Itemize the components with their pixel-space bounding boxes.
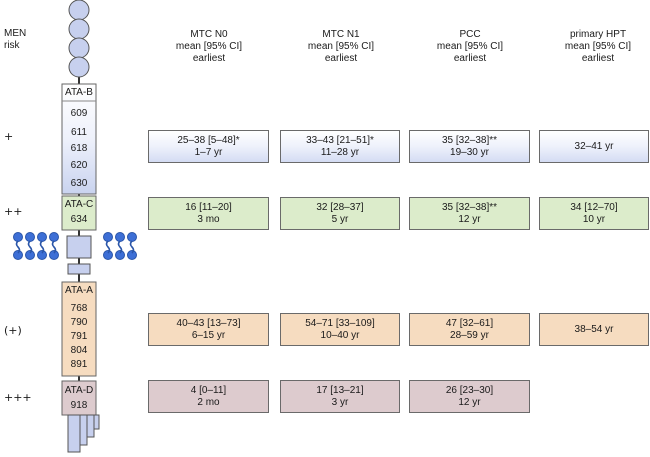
cell-earliest: 12 yr [458,213,481,225]
men-label: MEN [4,28,27,39]
cadherin-domain [68,18,90,40]
codon-label: 634 [70,214,88,225]
cell-ata-c-pcc: 35 [32–38]** 12 yr [409,197,530,230]
ata-label: ATA-B [65,87,93,98]
cell-earliest: 6–15 yr [191,329,226,341]
cell-earliest: 5 yr [331,213,349,225]
cell-value: 4 [0–11] [190,384,227,396]
membrane-lipids [13,232,137,260]
cell-earliest: 11–28 yr [320,146,360,158]
codon-label: 891 [70,359,88,370]
cell-value: 35 [32–38]** [441,134,498,146]
column-header-primary-hpt: primary HPT mean [95% CI] earliest [537,29,650,65]
cell-earliest: 10–40 yr [320,329,360,341]
cell-value: 25–38 [5–48]* [177,134,240,146]
c-terminal-isoforms [67,414,100,453]
cell-ata-a-mtc-n0: 40–43 [13–73] 6–15 yr [148,313,269,346]
ata-label: ATA-C [64,199,94,210]
men-risk-header: MEN risk [4,28,26,52]
codon-label: 609 [70,108,88,119]
cell-ata-b-mtc-n1: 33–43 [21–51]* 11–28 yr [280,130,400,163]
codon-label: 620 [70,160,88,171]
cell-ata-d-mtc-n0: 4 [0–11] 2 mo [148,380,269,413]
cell-value: 54–71 [33–109] [305,317,375,329]
cell-ata-b-primary-hpt: 32–41 yr [539,130,649,163]
column-subtitle: earliest [453,53,487,64]
cell-value: 26 [23–30] [445,384,494,396]
codon-label: 918 [70,400,88,411]
cell-value: 32–41 yr [574,140,614,152]
cell-ata-c-mtc-n1: 32 [28–37] 5 yr [280,197,400,230]
cell-earliest: 12 yr [458,396,481,408]
cell-ata-d-pcc: 26 [23–30] 12 yr [409,380,530,413]
column-subtitle: mean [95% CI] [175,41,243,52]
cell-earliest: 3 yr [331,396,349,408]
ata-a-domain [61,281,97,377]
codon-label: 611 [71,127,87,138]
codon-label: 618 [70,143,88,154]
risk-level: (+) [4,324,22,337]
lipid-tails [15,240,135,254]
cell-earliest: 2 mo [197,396,220,408]
cell-ata-a-primary-hpt: 38–54 yr [539,313,649,346]
cadherin-domain [68,37,90,59]
cell-value: 35 [32–38]** [441,201,498,213]
ata-label: ATA-A [65,285,93,296]
column-subtitle: mean [95% CI] [436,41,504,52]
cell-value: 17 [13–21] [316,384,364,396]
cell-earliest: 10 yr [582,213,606,225]
cell-ata-c-mtc-n0: 16 [11–20] 3 mo [148,197,269,230]
cadherin-domain [68,0,90,21]
risk-level: +++ [4,391,32,404]
risk-level: + [4,130,14,143]
transmembrane-domain [66,235,92,259]
ata-b-domain [61,83,97,195]
codon-label: 791 [70,331,88,342]
column-subtitle: earliest [324,53,358,64]
cell-ata-d-mtc-n1: 17 [13–21] 3 yr [280,380,400,413]
cell-earliest: 28–59 yr [450,329,489,341]
column-header-mtc-n1: MTC N1 mean [95% CI] earliest [280,29,402,65]
column-subtitle: mean [95% CI] [564,41,632,52]
cell-ata-a-mtc-n1: 54–71 [33–109] 10–40 yr [280,313,400,346]
cell-ata-b-mtc-n0: 25–38 [5–48]* 1–7 yr [148,130,269,163]
column-subtitle: earliest [581,53,615,64]
cadherin-domain [68,56,90,78]
juxtamembrane-domain [67,263,91,275]
codon-label: 630 [70,178,88,189]
ata-d-domain [61,380,97,416]
column-title: MTC N0 [190,29,228,40]
column-header-pcc: PCC mean [95% CI] earliest [409,29,531,65]
ata-label: ATA-D [64,385,94,396]
column-subtitle: earliest [192,53,226,64]
cell-earliest: 3 mo [197,213,220,225]
codon-label: 804 [70,345,88,356]
cell-earliest: 19–30 yr [450,146,489,158]
column-title: PCC [459,29,481,40]
codon-label: 768 [70,303,88,314]
cell-value: 47 [32–61] [445,317,494,329]
codon-label: 790 [70,317,88,328]
cell-value: 34 [12–70] [570,201,618,213]
cell-value: 38–54 yr [574,323,614,335]
risk-label: risk [4,40,20,51]
cell-value: 40–43 [13–73] [176,317,241,329]
cell-earliest: 1–7 yr [194,146,223,158]
cell-ata-b-pcc: 35 [32–38]** 19–30 yr [409,130,530,163]
risk-level: ++ [4,205,23,218]
cell-value: 32 [28–37] [316,201,364,213]
column-header-mtc-n0: MTC N0 mean [95% CI] earliest [148,29,270,65]
column-title: MTC N1 [322,29,360,40]
cell-ata-a-pcc: 47 [32–61] 28–59 yr [409,313,530,346]
cell-value: 33–43 [21–51]* [306,134,374,146]
column-title: primary HPT [569,29,627,40]
column-subtitle: mean [95% CI] [307,41,375,52]
cell-value: 16 [11–20] [185,201,232,213]
cell-ata-c-primary-hpt: 34 [12–70] 10 yr [539,197,649,230]
ata-c-domain [61,195,97,231]
